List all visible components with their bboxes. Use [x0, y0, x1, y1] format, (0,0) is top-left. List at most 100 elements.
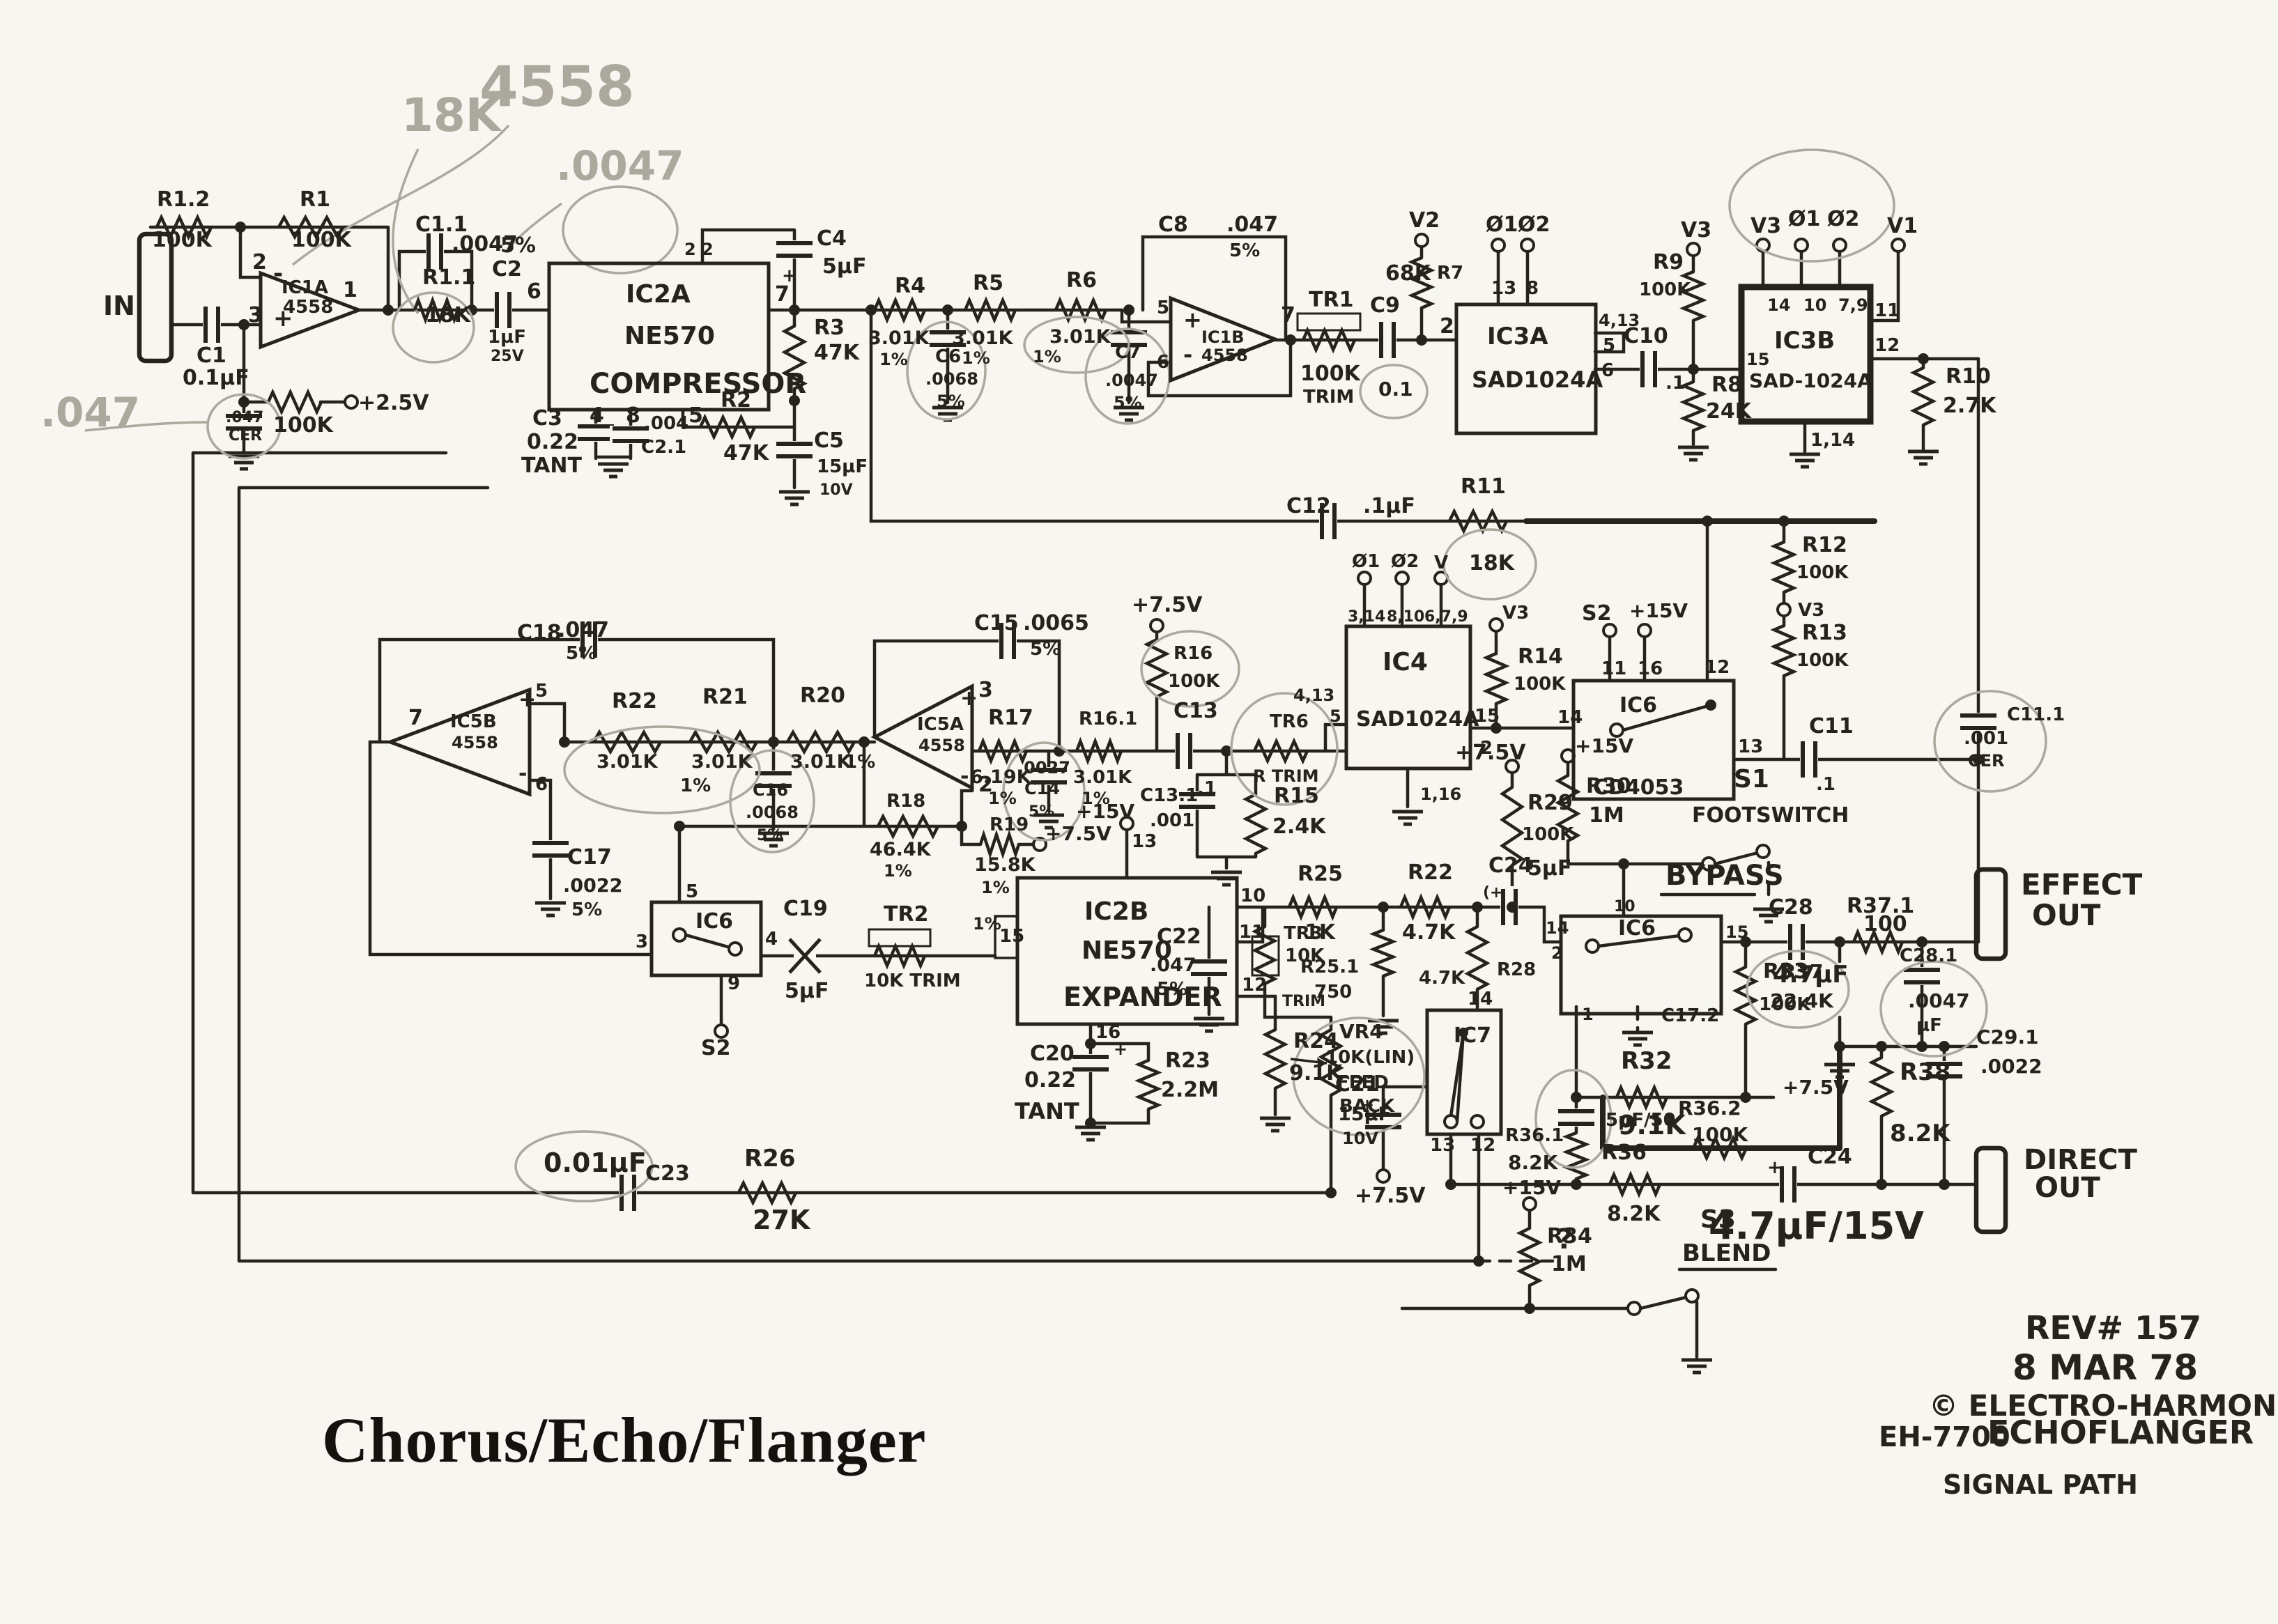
capacitor-icon — [1379, 322, 1396, 358]
component-label: C18 — [517, 621, 562, 645]
component-label: C4 — [817, 226, 847, 251]
component-label: 22.4K — [1770, 989, 1834, 1012]
junction-dot — [1285, 334, 1296, 346]
switch-blade — [1598, 933, 1686, 948]
component-label: 4 — [765, 929, 778, 950]
ic-block — [1425, 1008, 1503, 1136]
component-label: 2 — [1480, 738, 1493, 759]
wiper-arrowhead — [1317, 1058, 1327, 1068]
switch-pole — [1443, 1114, 1459, 1129]
component-label: +7.5V — [1355, 1184, 1426, 1208]
component-label: 100K — [1639, 279, 1691, 300]
component-label: S3 — [1700, 1205, 1736, 1234]
junction-dot — [1876, 1179, 1887, 1190]
component-label: R14 — [1518, 644, 1563, 669]
component-label: C6 — [935, 346, 961, 367]
resistor-icon — [1399, 893, 1452, 921]
component-label: 4558 — [918, 736, 965, 755]
component-label: + — [1767, 1157, 1783, 1178]
capacitor-icon — [999, 623, 1016, 659]
component-label: 0.22 — [1024, 1068, 1076, 1092]
component-label: 4558 — [283, 297, 333, 318]
resistor-icon — [1770, 624, 1798, 678]
component-label: 1 — [1582, 1005, 1594, 1024]
junction-dot — [1491, 722, 1502, 734]
component-label: .1 — [1665, 373, 1685, 394]
component-label: R6 — [1066, 268, 1097, 293]
ground-icon — [758, 831, 789, 848]
component-label: 100K — [1796, 650, 1849, 671]
terminal-icon — [714, 1023, 729, 1039]
switch-contact — [1459, 1028, 1468, 1037]
component-label: 100 — [1863, 912, 1907, 936]
component-label: 11 — [1601, 658, 1626, 679]
component-label: IC2A — [626, 280, 691, 309]
component-label: R2 — [721, 388, 751, 412]
opamp-triangle — [1169, 295, 1280, 383]
ground-icon — [1075, 1125, 1106, 1142]
component-label: IC5A — [917, 714, 964, 735]
switch-pole — [672, 927, 687, 943]
component-label: 16 — [1095, 1022, 1121, 1043]
component-label: Ø1 — [1352, 551, 1380, 572]
ground-icon — [1033, 813, 1064, 830]
ic-block — [1559, 914, 1723, 1016]
terminal-icon — [1504, 759, 1520, 774]
component-label: 14 — [1546, 918, 1569, 938]
component-label: 5% — [500, 233, 536, 258]
page-title: Chorus/Echo/Flanger — [322, 1405, 926, 1476]
component-label: 47K — [814, 341, 861, 365]
component-label: 18K — [1469, 551, 1516, 575]
component-label: 5% — [937, 392, 965, 411]
component-label: R1.1 — [422, 265, 475, 290]
component-label: TR6 — [1270, 711, 1309, 732]
component-label: V3 — [1798, 600, 1824, 621]
component-label: BACK — [1339, 1096, 1395, 1117]
ic-block — [1571, 679, 1736, 801]
component-label: 4.7µF/15V — [1709, 1204, 1924, 1248]
component-label: 4558 — [452, 733, 498, 752]
component-label: C28.1 — [1900, 945, 1957, 966]
component-label: S2 — [1582, 601, 1611, 626]
switch-contact — [1706, 700, 1716, 710]
component-label: 5µF/50 — [1606, 1110, 1676, 1131]
component-label: 0.1µF — [183, 366, 249, 390]
capacitor-icon — [1320, 503, 1337, 539]
switch-contact — [1755, 844, 1771, 859]
resistor-icon — [1134, 1058, 1162, 1111]
capacitor-icon — [578, 424, 614, 441]
opamp-triangle — [870, 683, 974, 791]
component-label: C17.2 — [1661, 1005, 1719, 1026]
jack-icon — [1973, 1145, 2008, 1235]
component-label: 1K — [1305, 920, 1337, 945]
component-label: S1 — [1734, 765, 1769, 794]
component-label: 100K — [1168, 671, 1220, 692]
component-label: IN — [103, 291, 135, 321]
component-label: C14 — [1024, 779, 1060, 798]
component-label: ? — [1557, 1223, 1573, 1255]
pencil-circle — [1746, 950, 1850, 1029]
junction-dot — [1524, 1303, 1535, 1314]
component-label: R1.2 — [157, 187, 210, 212]
rev-product: ECHOFLANGER — [1987, 1414, 2254, 1451]
component-label: V — [1434, 552, 1448, 573]
component-label: R36.1 — [1505, 1125, 1564, 1146]
component-label: 8,10 — [1387, 608, 1424, 626]
capacitor-icon — [1640, 351, 1657, 387]
component-label: TANT — [521, 454, 582, 478]
junction-dot — [1618, 858, 1629, 869]
junction-dot — [859, 736, 870, 748]
component-label: 1% — [845, 752, 875, 773]
pencil-layer — [84, 124, 563, 432]
resistor-icon — [1252, 737, 1309, 765]
switch-pole — [1585, 938, 1600, 954]
junction-dot — [1085, 1118, 1096, 1129]
junction-dot — [1221, 745, 1232, 757]
junction-dot — [1416, 334, 1427, 346]
component-label: 6 — [1157, 352, 1169, 373]
component-label: 5% — [1229, 240, 1260, 261]
component-label: 15µF — [1338, 1104, 1391, 1125]
switch-blade — [1714, 849, 1764, 866]
component-label: 2 2 — [684, 240, 714, 259]
component-label: R34 — [1547, 1224, 1592, 1248]
